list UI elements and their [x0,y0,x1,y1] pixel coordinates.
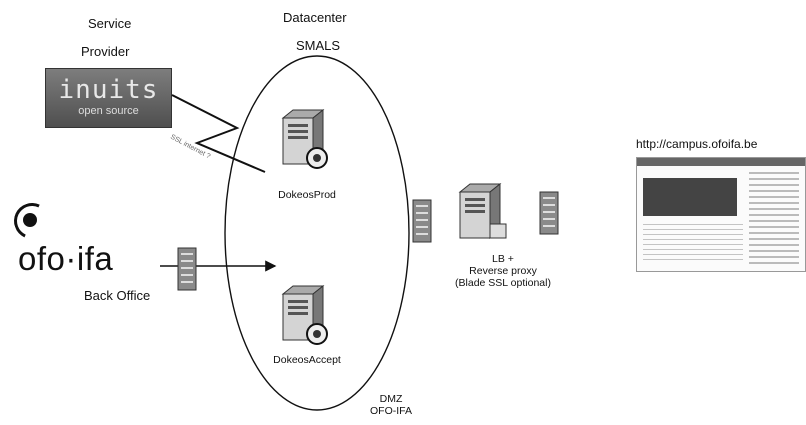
website-screenshot [636,157,806,272]
dmz-ellipse [224,55,410,411]
dokeos-prod-server-icon [282,109,328,169]
dmz-label-line1: DMZ [379,393,403,405]
website-url-label: http://campus.ofoifa.be [636,137,758,151]
lb-server-icon [459,183,507,239]
service-provider-label-line1: Service [88,16,132,31]
lb-label-line3: (Blade SSL optional) [455,277,551,289]
back-office-firewall-icon [177,247,197,291]
lb-firewall-right-icon [539,191,559,235]
dokeos-accept-server-icon [282,285,328,345]
ofoifa-logo-dot [23,213,37,227]
dokeos-accept-label: DokeosAccept [273,354,341,366]
inuits-logo-main: inuits [58,75,159,105]
service-provider-label-line2: Provider [81,44,130,59]
lb-firewall-left-icon [412,199,432,243]
inuits-logo-sub: open source [78,105,139,117]
internet-link-line [171,94,266,173]
datacenter-label-line1: Datacenter [283,10,347,25]
inuits-logo: inuits open source [45,68,172,128]
lb-label-line1: LB + [492,253,514,265]
dmz-label-line2: OFO-IFA [370,405,412,417]
dokeos-prod-label: DokeosProd [278,189,336,201]
datacenter-label-line2: SMALS [296,38,341,53]
ofoifa-logo: ofo·ifa [18,240,114,277]
lb-label-line2: Reverse proxy [469,265,537,277]
back-office-label: Back Office [84,288,151,303]
